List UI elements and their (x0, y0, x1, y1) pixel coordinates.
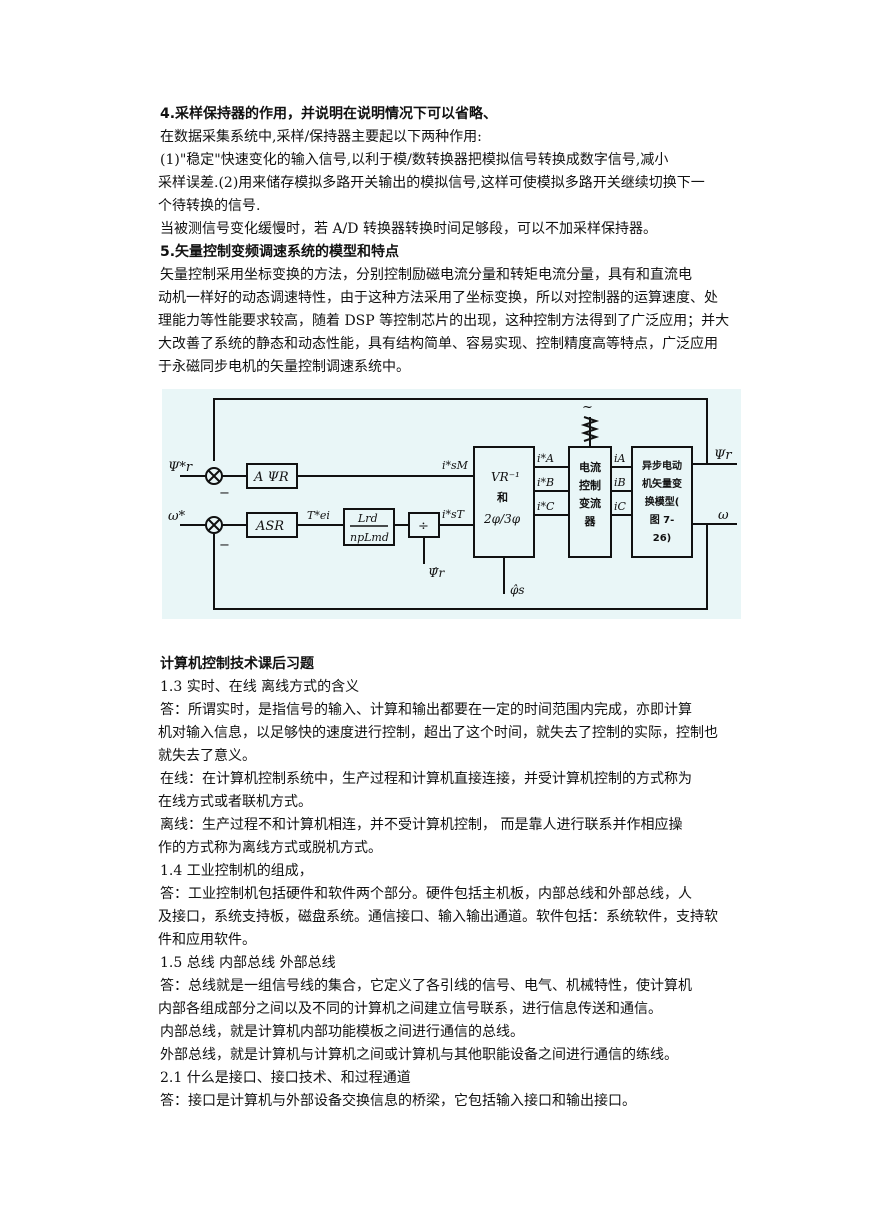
paragraph: 矢量控制采用坐标变换的方法，分别控制励磁电流分量和转矩电流分量，具有和直流电 (160, 267, 692, 283)
answer: 及接口，系统支持板，磁盘系统。通信接口、输入输出通道。软件包括：系统软件，支持软 (158, 909, 718, 925)
ia-label: iA (614, 452, 626, 465)
answer: 答：工业控制机包括硬件和软件两个部分。硬件包括主机板，内部总线和外部总线，人 (160, 886, 692, 902)
ac-source-symbol (580, 416, 600, 442)
motor-label-line: 异步电动 (642, 459, 682, 472)
converter-label-line: 变流 (579, 496, 601, 510)
converter-label-line: 电流 (579, 460, 601, 474)
vr-label: VR⁻¹ (491, 470, 520, 484)
paragraph: 于永磁同步电机的矢量控制调速系统中。 (158, 359, 410, 375)
motor-label-line: 换模型( (645, 495, 680, 508)
lrd-block (343, 508, 395, 546)
paragraph: (1)"稳定"快速变化的输入信号,以利于模/数转换器把模拟信号转换成数字信号,减… (160, 152, 669, 168)
vector-control-block-diagram: Ψ*r ω* − − A ΨR ASR T*ei Lrd npLmd ÷ Ψ̂r… (162, 389, 741, 619)
ia-ref-label: i*A (537, 452, 554, 465)
answer: 离线：生产过程不和计算机相连，并不受计算机控制， 而是靠人进行联系并作相应操 (160, 817, 683, 833)
paragraph: 当被测信号变化缓慢时，若 A/D 转换器转换时间足够段，可以不加采样保持器。 (160, 221, 657, 237)
answer: 答：接口是计算机与外部设备交换信息的桥梁，它包括输入接口和输出接口。 (160, 1093, 636, 1109)
motor-label-line: 机矢量变 (642, 477, 682, 490)
motor-label-line: 图 7- (650, 514, 675, 526)
minus-sign: − (219, 486, 230, 501)
answer: 内部各组成部分之间以及不同的计算机之间建立信号联系，进行信息传送和通信。 (158, 1001, 662, 1017)
lrd-label: Lrd (357, 512, 378, 525)
te-label: T*ei (307, 509, 330, 522)
answer: 在线方式或者联机方式。 (158, 794, 312, 810)
question: 1.5 总线 内部总线 外部总线 (160, 955, 336, 971)
asr-label: ASR (255, 519, 284, 534)
answer: 件和应用软件。 (158, 932, 256, 948)
vr-and-label: 和 (497, 490, 508, 504)
omega-feedback-line (213, 524, 708, 610)
answer: 作的方式称为离线方式或脱机方式。 (158, 840, 382, 856)
question: 1.3 实时、在线 离线方式的含义 (160, 679, 360, 695)
answer: 答：所谓实时，是指信号的输入、计算和输出都要在一定的时间范围内完成，亦即计算 (160, 702, 692, 718)
paragraph: 动机一样好的动态调速特性，由于这种方法采用了坐标变换，所以对控制器的运算速度、处 (158, 290, 718, 306)
omega-out-label: ω (718, 508, 729, 523)
answer: 外部总线，就是计算机与计算机之间或计算机与其他职能设备之间进行通信的练线。 (160, 1047, 678, 1063)
paragraph: 在数据采集系统中,采样/保持器主要起以下两种作用: (160, 129, 482, 145)
psi-hat-label: Ψ̂r (428, 566, 446, 580)
psi-feedback-line (213, 398, 708, 464)
answer: 就失去了意义。 (158, 748, 256, 764)
psi-out-label: Ψr (714, 448, 732, 463)
section-4-title: 4.采样保持器的作用，并说明在说明情况下可以省略、 (160, 106, 498, 122)
divide-sign: ÷ (418, 519, 429, 534)
question: 1.4 工业控制机的组成， (160, 863, 313, 879)
converter-label-line: 控制 (579, 478, 601, 492)
ib-ref-label: i*B (537, 476, 554, 489)
omega-ref-label: ω* (168, 509, 186, 524)
ist-label: i*sT (442, 508, 466, 521)
psi-ref-label: Ψ*r (168, 460, 193, 475)
motor-model-block (631, 446, 693, 558)
paragraph: 个待转换的信号. (158, 198, 261, 214)
avr-label: A ΨR (253, 470, 289, 485)
answer: 答：总线就是一组信号线的集合，它定义了各引线的信号、电气、机械特性，使计算机 (160, 978, 692, 994)
motor-label-line: 26) (653, 533, 672, 544)
answer: 在线：在计算机控制系统中，生产过程和计算机直接连接，并受计算机控制的方式称为 (160, 771, 692, 787)
ism-label: i*sM (442, 459, 469, 472)
nplmd-label: npLmd (350, 531, 389, 544)
phi-hat-label: φ̂s (510, 583, 525, 597)
minus-sign: − (219, 538, 230, 553)
question: 2.1 什么是接口、接口技术、和过程通道 (160, 1070, 411, 1086)
converter-label-line: 器 (584, 515, 597, 528)
section-5-title: 5.矢量控制变频调速系统的模型和特点 (160, 244, 400, 260)
ib-label: iB (614, 476, 626, 489)
ac-source-label: ~ (582, 400, 593, 415)
vr-phase-label: 2φ/3φ (483, 512, 521, 526)
paragraph: 大改善了系统的静态和动态性能，具有结构简单、容易实现、控制精度高等特点，广泛应用 (158, 336, 718, 352)
ic-label: iC (614, 500, 627, 513)
answer: 机对输入信息，以足够快的速度进行控制，超出了这个时间，就失去了控制的实际，控制也 (158, 725, 718, 741)
block-diagram-svg: Ψ*r ω* − − A ΨR ASR T*ei Lrd npLmd ÷ Ψ̂r… (168, 398, 737, 610)
paragraph: 采样误差.(2)用来储存模拟多路开关输出的模拟信号,这样可使模拟多路开关继续切换… (158, 175, 705, 191)
paragraph: 理能力等性能要求较高，随着 DSP 等控制芯片的出现，这种控制方法得到了广泛应用… (158, 313, 730, 329)
ic-ref-label: i*C (537, 500, 555, 513)
exercises-title: 计算机控制技术课后习题 (160, 656, 314, 672)
answer: 内部总线，就是计算机内部功能模板之间进行通信的总线。 (160, 1024, 524, 1040)
